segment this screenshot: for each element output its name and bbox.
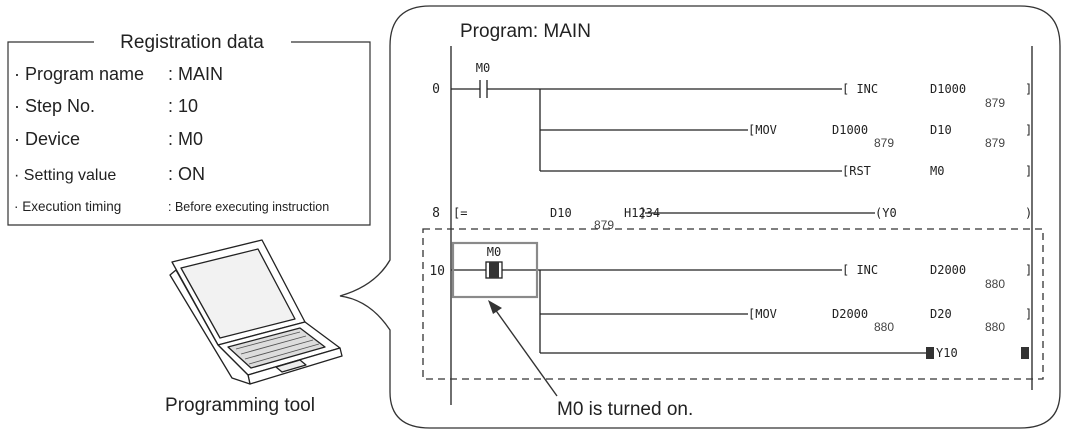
- row-program-name-label: · Program name: [14, 64, 144, 84]
- compare-operand2-rung8: H1234: [624, 206, 660, 220]
- step-10-dashed-box: [422, 228, 1044, 380]
- rst-device-rung0: M0: [930, 164, 944, 178]
- row-device-value: : M0: [168, 129, 203, 149]
- mov-close-rung0: ]: [1025, 123, 1032, 137]
- step-number-10: 10: [429, 264, 445, 279]
- row-step-no-value: : 10: [168, 96, 198, 116]
- annotation-arrow-line: [491, 304, 558, 397]
- row-step-no-label: · Step No.: [14, 96, 95, 116]
- rst-close-rung0: ]: [1025, 164, 1032, 178]
- coil-close-rung8: ): [1025, 206, 1032, 220]
- row-device-label: · Device: [14, 129, 80, 149]
- compare-operand1-value-rung8: 879: [594, 218, 614, 232]
- coil-y10-close-marker: [1021, 347, 1029, 359]
- annotation-arrow-head: [488, 300, 502, 314]
- inc-device-rung10: D2000: [930, 263, 966, 277]
- row-execution-timing-value: : Before executing instruction: [168, 200, 329, 214]
- mov-close-rung10: ]: [1025, 307, 1032, 321]
- registration-box-frame: [7, 41, 371, 226]
- row-setting-value-label: · Setting value: [14, 167, 116, 184]
- mov-dest-value-rung0: 879: [985, 136, 1005, 150]
- compare-instruction-rung8: [=: [453, 206, 467, 220]
- ladder-diagram: [450, 46, 1033, 405]
- row-program-name-value: : MAIN: [168, 64, 223, 84]
- registration-box-title: Registration data: [120, 32, 264, 53]
- inc-close-rung10: ]: [1025, 263, 1032, 277]
- step-number-0: 0: [432, 82, 440, 97]
- row-setting-value-value: : ON: [168, 164, 205, 184]
- program-callout-bubble: [339, 5, 1061, 429]
- mov-source-rung10: D2000: [832, 307, 868, 321]
- mov-dest-rung0: D10: [930, 123, 952, 137]
- m0-contact-label-rung0: M0: [476, 61, 490, 75]
- mov-instruction-rung0: [MOV: [748, 123, 777, 137]
- coil-y0-rung8: (Y0: [875, 206, 897, 220]
- registration-data-box: Registration data · Program name : MAIN …: [7, 32, 371, 226]
- laptop-icon: [169, 239, 343, 385]
- mov-dest-value-rung10: 880: [985, 320, 1005, 334]
- inc-instruction-rung0: [ INC: [842, 82, 878, 96]
- mov-source-value-rung0: 879: [874, 136, 894, 150]
- inc-value-rung0: 879: [985, 96, 1005, 110]
- mov-dest-rung10: D20: [930, 307, 952, 321]
- compare-close-rung8: ]: [639, 206, 646, 220]
- step-number-8: 8: [432, 206, 440, 221]
- coil-y10-rung10: Y10: [936, 346, 958, 360]
- inc-value-rung10: 880: [985, 277, 1005, 291]
- program-title: Program: MAIN: [460, 21, 591, 42]
- inc-device-rung0: D1000: [930, 82, 966, 96]
- annotation-m0-turned-on: M0 is turned on.: [557, 399, 693, 420]
- m0-contact-label-rung10: M0: [487, 245, 501, 259]
- mov-source-rung0: D1000: [832, 123, 868, 137]
- rst-instruction-rung0: [RST: [842, 164, 871, 178]
- m0-contact-fill: [489, 262, 499, 278]
- coil-y10-open-marker: [926, 347, 934, 359]
- inc-close-rung0: ]: [1025, 82, 1032, 96]
- programming-tool-caption: Programming tool: [165, 395, 315, 416]
- row-execution-timing-label: · Execution timing: [14, 199, 121, 214]
- mov-instruction-rung10: [MOV: [748, 307, 777, 321]
- compare-operand1-rung8: D10: [550, 206, 572, 220]
- inc-instruction-rung10: [ INC: [842, 263, 878, 277]
- m0-highlight-frame: [451, 241, 539, 299]
- mov-source-value-rung10: 880: [874, 320, 894, 334]
